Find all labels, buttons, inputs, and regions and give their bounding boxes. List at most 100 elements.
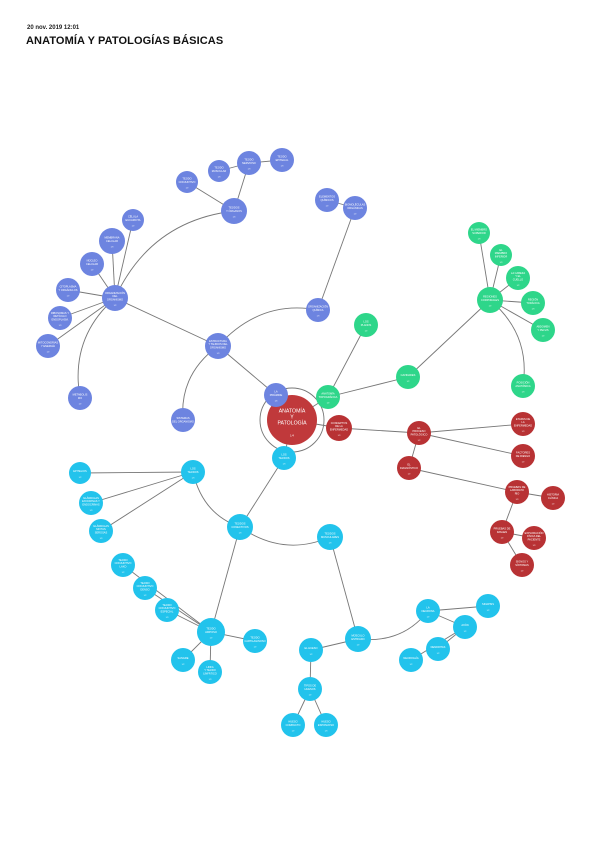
node-label-line: PATOLOGÍA	[277, 420, 307, 427]
node-circle	[426, 637, 450, 661]
node-label-line: INFERIOR	[495, 254, 508, 258]
node-label-line: Y EL	[515, 274, 521, 278]
node-label-line: TEJIDO	[277, 155, 286, 159]
node-label-line: TEJIDO	[206, 627, 215, 631]
node-circle	[155, 598, 179, 622]
node-label-line: SISTEMAS	[176, 416, 189, 420]
node-circle	[122, 209, 144, 231]
node-page-indicator: 1/2	[437, 653, 441, 655]
node-label-line: PIRÁMIDE	[270, 393, 283, 397]
node-circle	[299, 638, 323, 662]
node-label-line: EPITELIAL	[276, 158, 289, 162]
node-label-line: EL	[407, 463, 411, 467]
node-page-indicator: 1/2	[79, 404, 83, 406]
node-circle	[69, 462, 91, 484]
node-page-indicator: 1/2	[122, 572, 126, 574]
connector-g_anat-g_cav	[327, 376, 409, 398]
node-label-line: DEL ORGANISMO	[172, 419, 194, 423]
node-label-line: DE LA	[335, 424, 343, 428]
node-page-indicator: 1/2	[542, 336, 546, 338]
node-label-line: MIXTAS	[96, 527, 106, 531]
node-circle	[111, 553, 135, 577]
node-page-indicator: 1/2	[501, 538, 505, 540]
node-page-indicator: 1/3	[217, 353, 221, 355]
node-circle	[99, 228, 125, 254]
connector-b_org-b_cel5	[47, 297, 116, 347]
node-circle	[477, 287, 503, 313]
node-label-line: EL	[417, 426, 421, 430]
node-label-line: CELULAR	[86, 262, 98, 266]
node-label-line: ETAPAS DE	[516, 417, 530, 421]
node-label-line: CÉLULA	[128, 214, 138, 219]
node-label-line: MÚSCULO	[352, 633, 365, 638]
node-page-indicator: 1/2	[552, 504, 556, 506]
node-page-indicator: 1/2	[487, 610, 491, 612]
